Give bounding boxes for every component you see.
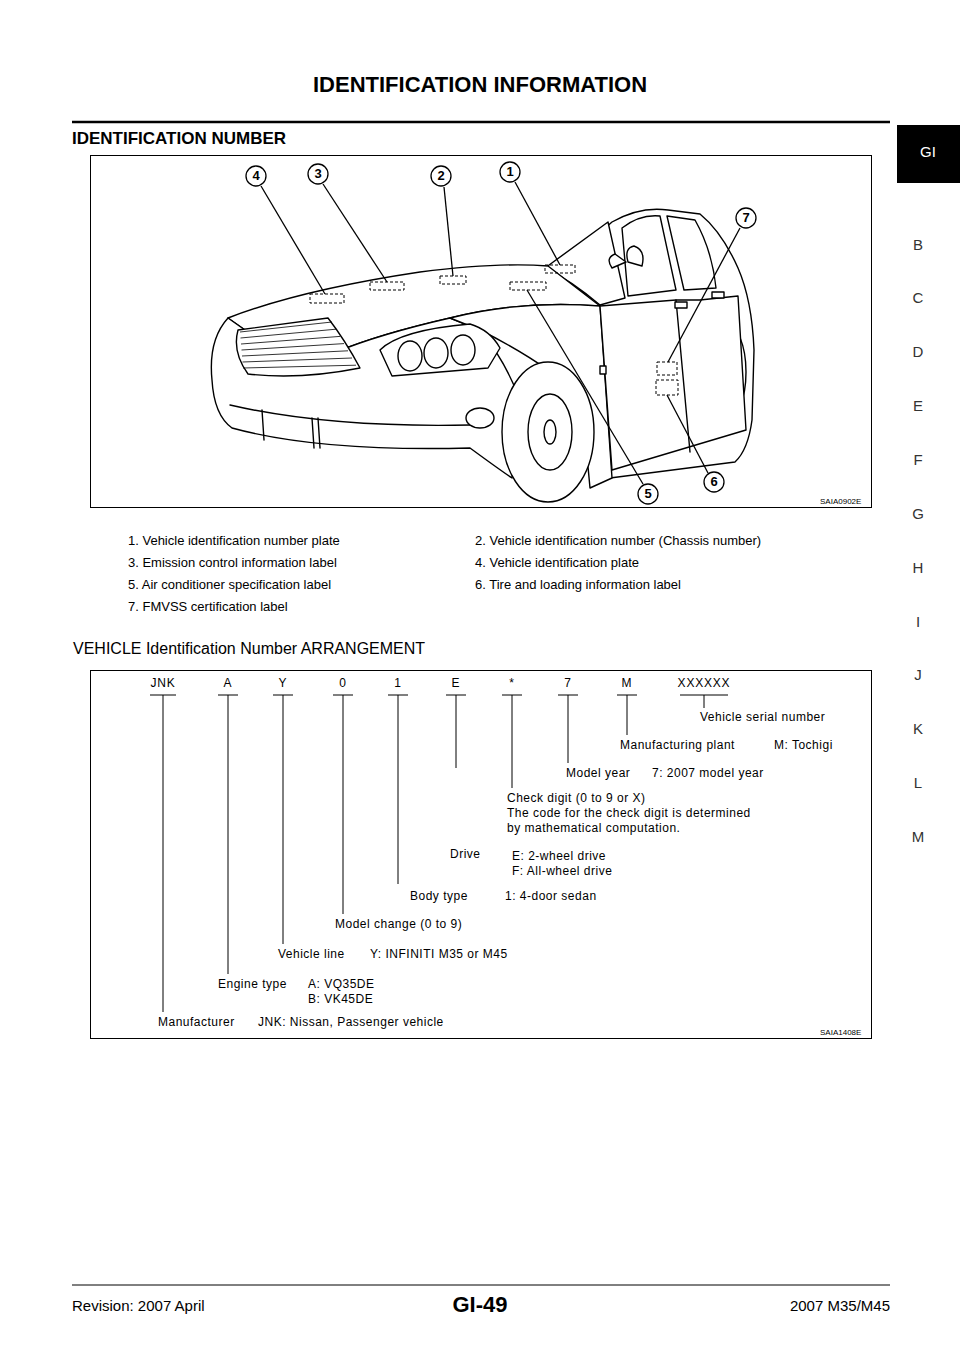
vin-description: B: VK45DE <box>308 993 373 1007</box>
section-index: M <box>912 828 925 845</box>
page-title: IDENTIFICATION INFORMATION <box>313 72 647 97</box>
vin-character: XXXXXX <box>678 677 731 691</box>
callout-number: 4 <box>252 169 259 184</box>
vin-character: * <box>509 677 514 691</box>
vin-description: by mathematical computation. <box>507 822 680 836</box>
vin-description: Manufacturer <box>158 1016 235 1030</box>
section-index: I <box>916 613 920 630</box>
section-index: G <box>912 505 924 522</box>
vin-character: 7 <box>564 677 571 691</box>
grille-slat <box>242 351 348 356</box>
vin-character: M <box>622 677 633 691</box>
vin-description: Y: INFINITI M35 or M45 <box>370 948 508 962</box>
legend-item: 2. Vehicle identification number (Chassi… <box>475 534 761 549</box>
vin-description: Drive <box>450 848 481 862</box>
section-index: K <box>913 720 923 737</box>
figure-code: SAIA0902E <box>820 497 861 506</box>
vin-description: Model year <box>566 767 630 781</box>
vin-description: The code for the check digit is determin… <box>507 807 751 821</box>
vin-description: E: 2-wheel drive <box>512 850 606 864</box>
legend-item: 5. Air conditioner specification label <box>128 578 331 593</box>
vin-character: E <box>452 677 461 691</box>
section-index: H <box>913 559 924 576</box>
vin-description: Manufacturing plant <box>620 739 735 753</box>
grille-slat <box>243 365 356 368</box>
grille-slat <box>241 336 340 344</box>
grille-slat <box>243 358 353 362</box>
callout-number: 7 <box>742 211 749 226</box>
vin-character: A <box>224 677 233 691</box>
callout-number: 5 <box>644 487 651 502</box>
section-heading: VEHICLE Identification Number ARRANGEMEN… <box>73 640 425 658</box>
figure-code: SAIA1408E <box>820 1028 861 1037</box>
section-heading: IDENTIFICATION NUMBER <box>72 129 286 149</box>
vin-character: 0 <box>339 677 346 691</box>
callout-number: 2 <box>437 169 444 184</box>
vin-description: M: Tochigi <box>774 739 833 753</box>
vin-description: Check digit (0 to 9 or X) <box>507 792 646 806</box>
vin-description: Vehicle line <box>278 948 345 962</box>
vin-description: 7: 2007 model year <box>652 767 764 781</box>
section-index: J <box>914 666 922 683</box>
vin-description: 1: 4-door sedan <box>505 890 597 904</box>
callout-number: 1 <box>506 165 513 180</box>
footer-text: 2007 M35/M45 <box>790 1297 890 1314</box>
section-index: L <box>914 774 922 791</box>
vin-description: Vehicle serial number <box>700 711 825 725</box>
page-number: GI-49 <box>452 1292 507 1317</box>
callout-number: 6 <box>710 475 717 490</box>
legend-item: 7. FMVSS certification label <box>128 600 288 615</box>
section-index: C <box>913 289 924 306</box>
vin-description: Engine type <box>218 978 287 992</box>
section-index: E <box>913 397 923 414</box>
callout-number: 3 <box>314 167 321 182</box>
legend-item: 6. Tire and loading information label <box>475 578 681 593</box>
vin-character: 1 <box>394 677 401 691</box>
vin-character: Y <box>279 677 288 691</box>
legend-item: 1. Vehicle identification number plate <box>128 534 340 549</box>
vin-description: Model change (0 to 9) <box>335 918 462 932</box>
vin-description: F: All-wheel drive <box>512 865 612 879</box>
grille-slat <box>241 329 337 338</box>
grille-slat <box>242 344 345 350</box>
legend-item: 4. Vehicle identification plate <box>475 556 639 571</box>
legend-item: 3. Emission control information label <box>128 556 337 571</box>
vin-character: JNK <box>150 677 175 691</box>
vin-description: Body type <box>410 890 468 904</box>
section-index: F <box>913 451 922 468</box>
footer-text: Revision: 2007 April <box>72 1297 205 1314</box>
vin-description: JNK: Nissan, Passenger vehicle <box>258 1016 444 1030</box>
vin-description: A: VQ35DE <box>308 978 375 992</box>
section-index: B <box>913 236 923 253</box>
section-index: D <box>913 343 924 360</box>
section-tab: GI <box>920 143 936 160</box>
